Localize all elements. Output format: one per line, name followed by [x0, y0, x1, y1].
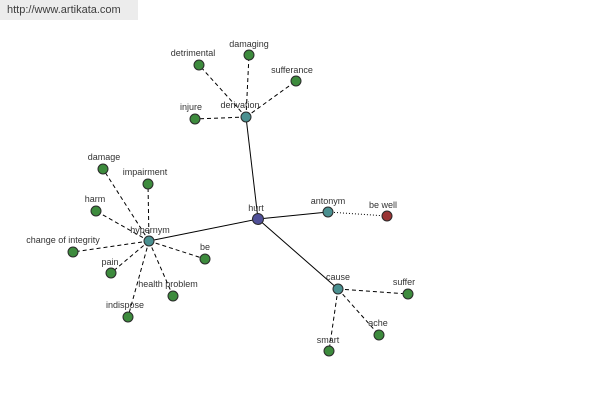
node-detrimental [193, 59, 205, 71]
label-cause: cause [326, 272, 350, 282]
edge-derivation-sufferance [245, 80, 297, 118]
node-ache [373, 329, 385, 341]
edge-hypernym-change-of-integrity [72, 240, 150, 253]
node-smart [323, 345, 335, 357]
node-indispose [122, 311, 134, 323]
label-hypernym: hypernym [130, 225, 170, 235]
edge-hypernym-harm [95, 210, 150, 242]
edge-cause-ache [337, 288, 380, 336]
node-impairment [142, 178, 154, 190]
node-sufferance [290, 75, 302, 87]
node-pain [105, 267, 117, 279]
label-change-of-integrity: change of integrity [26, 235, 100, 245]
node-harm [90, 205, 102, 217]
label-damaging: damaging [229, 39, 269, 49]
label-injure: injure [180, 102, 202, 112]
edges [72, 54, 409, 352]
edge-hypernym-pain [110, 240, 150, 274]
label-sufferance: sufferance [271, 65, 313, 75]
node-suffer [402, 288, 414, 300]
edge-hypernym-impairment [147, 183, 150, 242]
node-be-well [381, 210, 393, 222]
labels: hurt derivation detrimental damaging suf… [26, 39, 415, 345]
label-be: be [200, 242, 210, 252]
edge-derivation-detrimental [198, 64, 247, 118]
label-be-well: be well [369, 200, 397, 210]
node-cause [332, 283, 344, 295]
node-damaging [243, 49, 255, 61]
label-impairment: impairment [123, 167, 168, 177]
site-url-link[interactable]: http://www.artikata.com [7, 4, 121, 16]
node-hurt [252, 213, 264, 225]
label-pain: pain [101, 257, 118, 267]
label-ache: ache [368, 318, 388, 328]
edge-hurt-cause [257, 218, 339, 290]
edge-hypernym-damage [102, 168, 150, 242]
nodes [67, 49, 414, 357]
label-damage: damage [88, 152, 121, 162]
edge-antonym-be-well [327, 211, 388, 217]
node-be [199, 253, 211, 265]
edge-cause-smart [328, 288, 339, 352]
edge-derivation-injure [194, 116, 247, 120]
node-damage [97, 163, 109, 175]
label-derivation: derivation [220, 100, 259, 110]
edge-hypernym-health-problem [148, 240, 174, 297]
edge-hurt-hypernym [148, 218, 259, 242]
node-change-of-integrity [67, 246, 79, 258]
node-health-problem [167, 290, 179, 302]
label-smart: smart [317, 335, 340, 345]
label-harm: harm [85, 194, 106, 204]
label-indispose: indispose [106, 300, 144, 310]
edge-hurt-derivation [245, 116, 259, 220]
edge-derivation-damaging [245, 54, 250, 118]
edge-hypernym-indispose [127, 240, 150, 318]
label-hurt: hurt [248, 203, 264, 213]
node-antonym [322, 206, 334, 218]
edge-hurt-antonym [257, 211, 329, 220]
site-header: http://www.artikata.com [0, 0, 138, 20]
label-antonym: antonym [311, 196, 346, 206]
label-suffer: suffer [393, 277, 415, 287]
label-detrimental: detrimental [171, 48, 216, 58]
node-injure [189, 113, 201, 125]
node-hypernym [143, 235, 155, 247]
node-derivation [240, 111, 252, 123]
edge-cause-suffer [337, 288, 409, 295]
label-health-problem: health problem [138, 279, 198, 289]
edge-hypernym-be [148, 240, 206, 260]
